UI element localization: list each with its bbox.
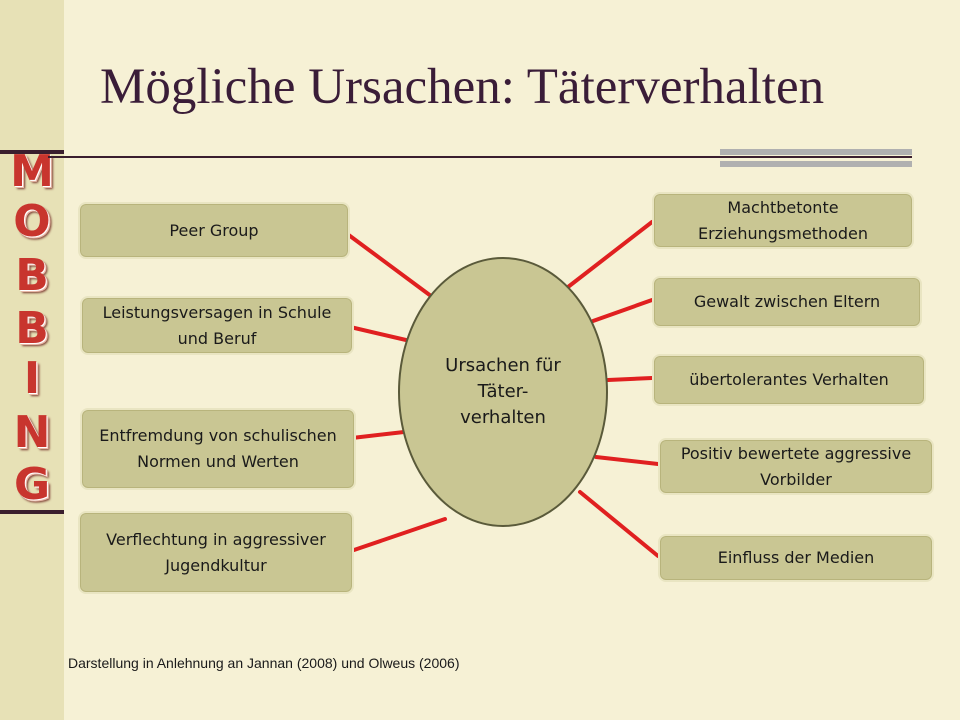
node-einfluss-medien: Einfluss der Medien: [658, 534, 934, 582]
connector-line-6: [591, 298, 654, 323]
sidebar-strip: M O B B I N G: [0, 0, 64, 720]
connector-group: [344, 220, 660, 558]
connector-line-2: [344, 324, 408, 342]
connector-line-1: [344, 231, 433, 298]
title-underline: [48, 156, 912, 158]
connector-line-3: [350, 430, 406, 440]
mobbing-letter-3: B: [15, 250, 49, 301]
node-machtbetonte-erziehung: Machtbetonte Erziehungsmethoden: [652, 192, 914, 249]
title-accent-bars: [720, 149, 912, 167]
mobbing-letter-7: G: [13, 459, 51, 510]
connector-line-8: [594, 455, 660, 466]
node-verflechtung: Verflechtung in aggressiver Jugendkultur: [78, 511, 354, 594]
node-peer-group: Peer Group: [78, 202, 350, 259]
connector-line-4: [352, 517, 447, 552]
center-node: Ursachen für Täter-verhalten: [398, 257, 608, 527]
connector-line-7: [606, 376, 654, 382]
node-gewalt-eltern: Gewalt zwischen Eltern: [652, 276, 922, 328]
sidebar-top-bar: [0, 150, 64, 154]
mobbing-letter-4: B: [15, 303, 49, 354]
mobbing-letter-5: I: [23, 353, 41, 404]
source-footnote: Darstellung in Anlehnung an Jannan (2008…: [68, 655, 460, 671]
mobbing-letter-6: N: [13, 407, 51, 458]
mobbing-letter-1: M: [10, 146, 54, 197]
connector-line-5: [566, 220, 654, 289]
page-title: Mögliche Ursachen: Täterverhalten: [100, 59, 825, 115]
node-uebertolerantes-verhalten: übertolerantes Verhalten: [652, 354, 926, 406]
node-leistungsversagen: Leistungsversagen in Schule und Beruf: [80, 296, 354, 355]
connector-line-9: [578, 490, 660, 558]
mobbing-letter-2: O: [13, 196, 51, 247]
node-entfremdung: Entfremdung von schulischen Normen und W…: [80, 408, 356, 490]
node-positiv-vorbilder: Positiv bewertete aggressive Vorbilder: [658, 438, 934, 495]
sidebar-bottom-bar: [0, 510, 64, 514]
